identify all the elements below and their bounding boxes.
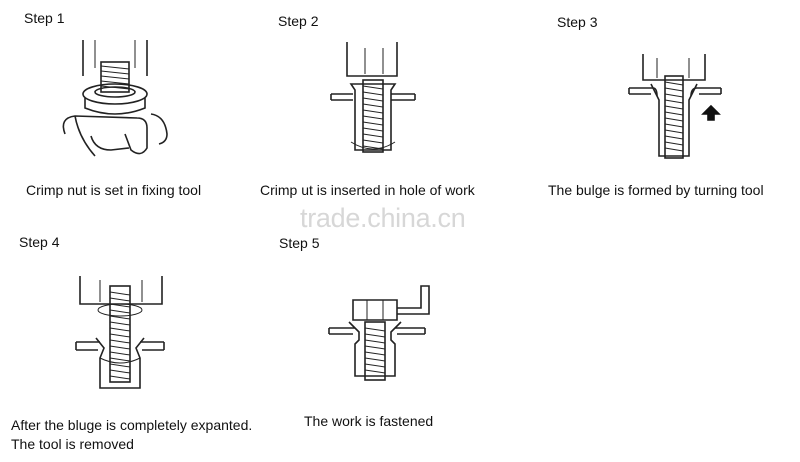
step-5-illustration bbox=[325, 282, 440, 387]
step-4-caption-line-1: After the bluge is completely expanted. bbox=[11, 417, 253, 433]
step-2-illustration bbox=[325, 42, 420, 162]
step-5-label: Step 5 bbox=[279, 235, 320, 251]
step-4-caption-line-2: The tool is removed bbox=[11, 436, 134, 452]
step-4-illustration bbox=[70, 276, 170, 401]
watermark-text: trade.china.cn bbox=[300, 203, 466, 233]
step-1-illustration bbox=[55, 38, 185, 168]
step-3-caption: The bulge is formed by turning tool bbox=[548, 182, 764, 198]
step-5-caption: The work is fastened bbox=[304, 413, 434, 429]
step-2-label: Step 2 bbox=[278, 13, 319, 29]
step-4-label: Step 4 bbox=[19, 234, 60, 250]
step-4-caption: After the bluge is completely expanted. … bbox=[11, 416, 252, 454]
step-3-illustration bbox=[625, 54, 730, 164]
step-1-caption: Crimp nut is set in fixing tool bbox=[26, 182, 202, 198]
step-3-label: Step 3 bbox=[557, 14, 598, 30]
step-2-caption: Crimp ut is inserted in hole of work bbox=[260, 182, 475, 198]
step-1-label: Step 1 bbox=[24, 10, 65, 26]
